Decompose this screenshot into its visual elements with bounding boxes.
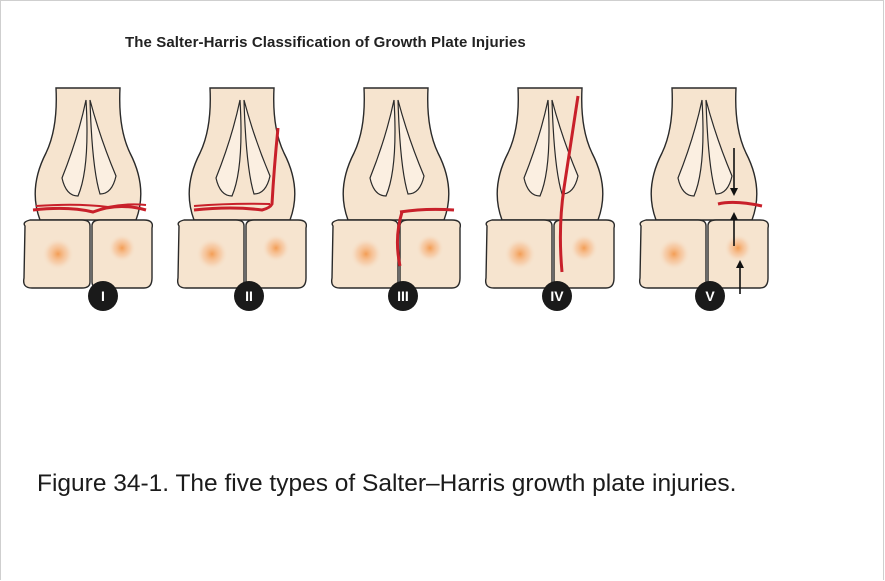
- type-v-bone: [640, 88, 769, 294]
- badge-iii: III: [388, 281, 418, 311]
- badge-iii-label: III: [397, 288, 409, 304]
- badge-i: I: [88, 281, 118, 311]
- badge-iv: IV: [542, 281, 572, 311]
- badge-v-label: V: [705, 288, 715, 304]
- badge-ii-label: II: [245, 288, 253, 304]
- figure-caption: Figure 34-1. The five types of Salter–Ha…: [37, 470, 736, 498]
- badge-iv-label: IV: [550, 288, 564, 304]
- type-i-bone: [24, 88, 153, 288]
- badge-v: V: [695, 281, 725, 311]
- badge-ii: II: [234, 281, 264, 311]
- type-iii-bone: [332, 88, 461, 288]
- type-ii-bone: [178, 88, 307, 288]
- badge-i-label: I: [101, 288, 105, 304]
- type-iv-bone: [486, 88, 615, 288]
